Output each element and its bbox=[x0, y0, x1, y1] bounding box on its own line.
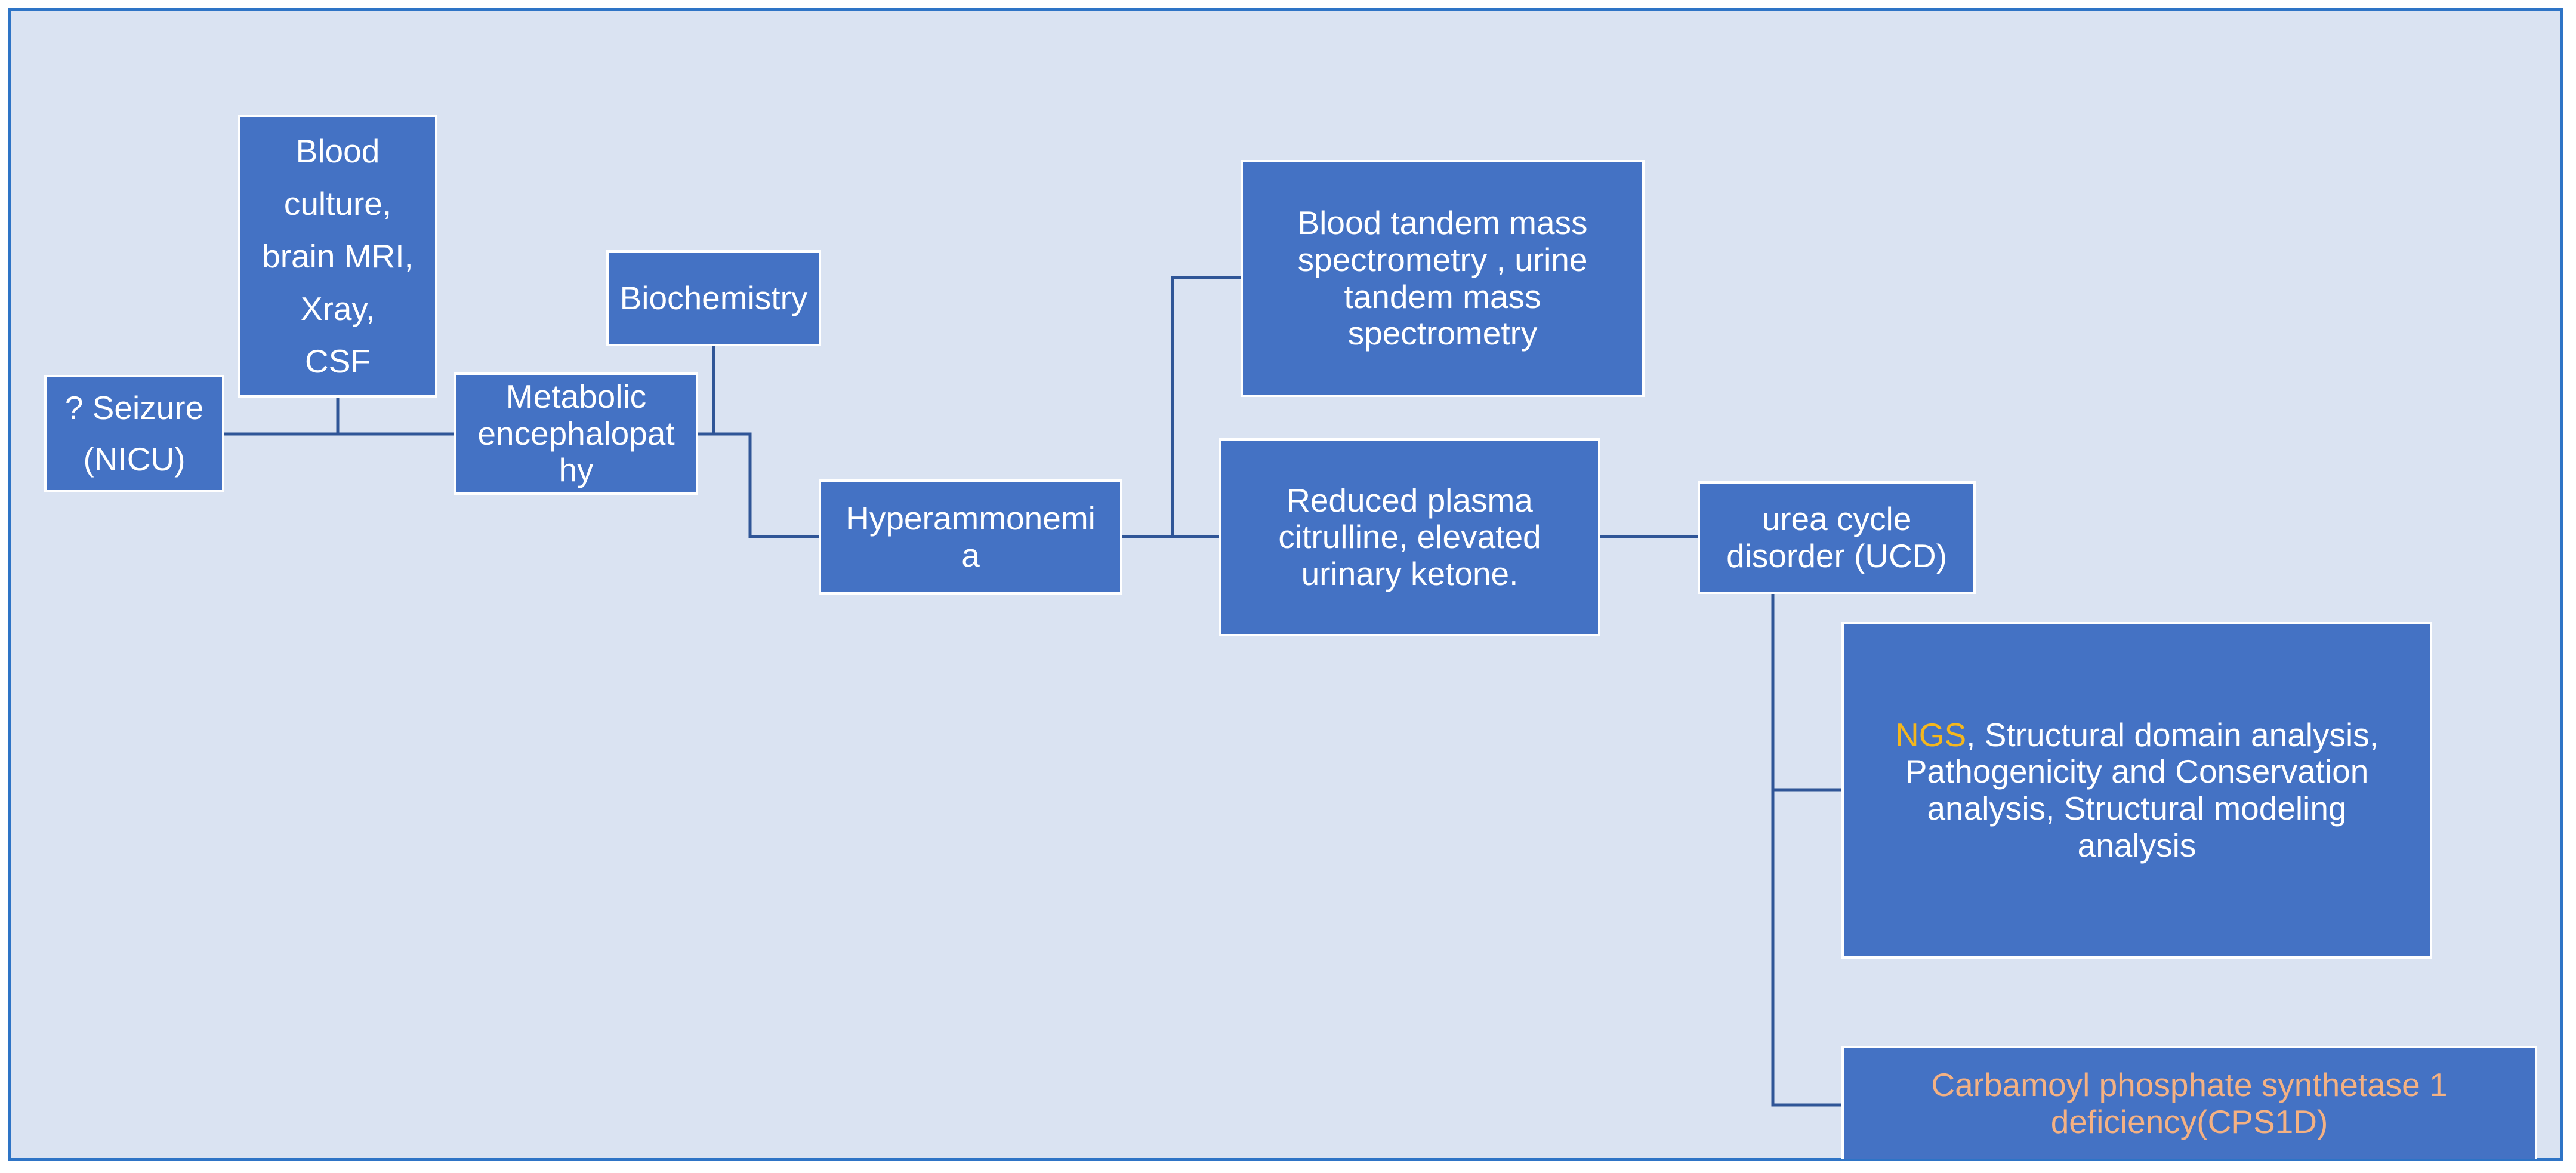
node-urea-cycle-disorder: urea cycle disorder (UCD) bbox=[1698, 481, 1976, 594]
node-hyperammonemia-label: Hyperammonemi a bbox=[846, 499, 1096, 574]
node-blood-culture-label: Blood culture, brain MRI, Xray, CSF bbox=[262, 133, 414, 380]
node-tandem-mass-spectrometry: Blood tandem mass spectrometry , urine t… bbox=[1241, 160, 1645, 397]
node-seizure-label: ? Seizure (NICU) bbox=[64, 389, 204, 478]
node-ucd-label: urea cycle disorder (UCD) bbox=[1726, 500, 1947, 574]
node-biochemistry-label: Biochemistry bbox=[619, 279, 808, 316]
node-seizure-nicu: ? Seizure (NICU) bbox=[44, 375, 224, 492]
node-metabolic-encephalopathy: Metabolic encephalopat hy bbox=[454, 372, 698, 495]
node-ngs-analysis: NGS, Structural domain analysis, Pathoge… bbox=[1841, 622, 2432, 959]
node-reduced-citrulline-label: Reduced plasma citrulline, elevated urin… bbox=[1278, 481, 1541, 592]
node-reduced-citrulline: Reduced plasma citrulline, elevated urin… bbox=[1219, 438, 1600, 636]
node-biochemistry: Biochemistry bbox=[606, 250, 821, 346]
node-cps1d: Carbamoyl phosphate synthetase 1 deficie… bbox=[1841, 1046, 2537, 1159]
node-analysis-label: NGS, Structural domain analysis, Pathoge… bbox=[1895, 716, 2379, 864]
analysis-text: , Structural domain analysis, Pathogenic… bbox=[1905, 716, 2379, 864]
node-blood-culture: Blood culture, brain MRI, Xray, CSF bbox=[238, 115, 437, 398]
ngs-highlight: NGS bbox=[1895, 716, 1967, 753]
node-hyperammonemia: Hyperammonemi a bbox=[819, 479, 1122, 595]
node-tandem-mass-label: Blood tandem mass spectrometry , urine t… bbox=[1297, 204, 1588, 352]
node-metabolic-label: Metabolic encephalopat hy bbox=[477, 378, 675, 489]
node-cps1d-label: Carbamoyl phosphate synthetase 1 deficie… bbox=[1931, 1066, 2448, 1140]
